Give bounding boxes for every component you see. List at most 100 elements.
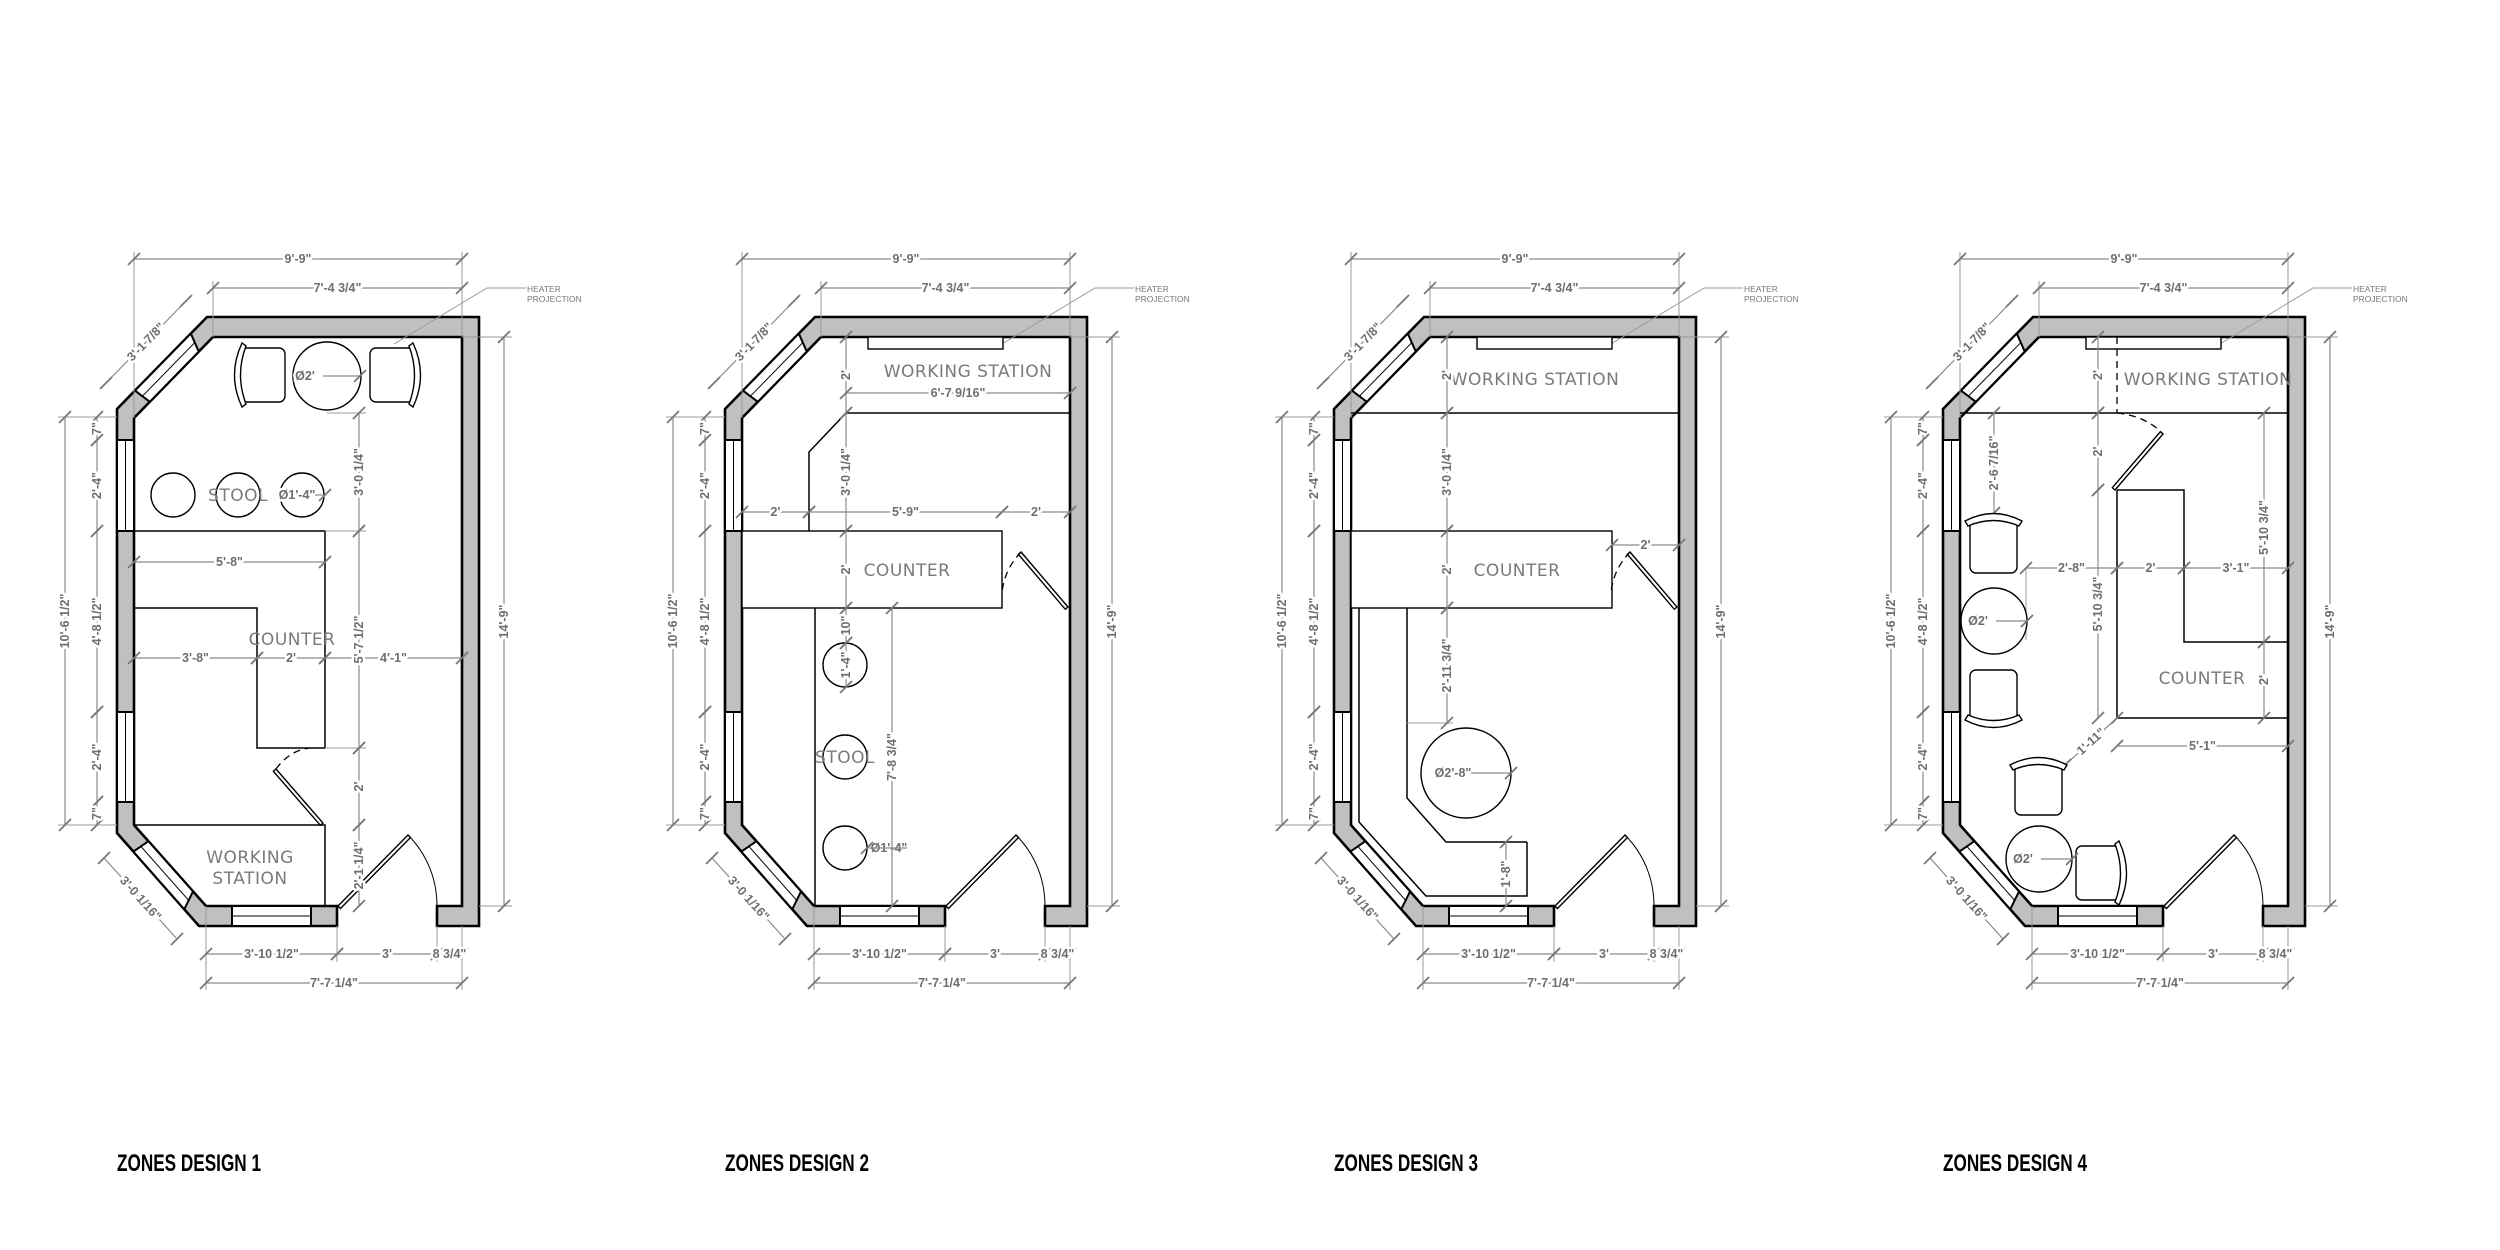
diameter-label: Ø1'-4": [279, 488, 316, 502]
bench-outline: [1358, 608, 1528, 897]
dimension-tick: [1440, 601, 1454, 615]
dimension: 3'-10 1/2": [199, 945, 344, 964]
window-glass-line: [1968, 342, 2022, 397]
dimension-text: 3'-10 1/2": [244, 947, 299, 961]
dimension: 2': [2089, 406, 2108, 497]
dimension-tick: [698, 433, 712, 447]
dimension-text: 4'-8 1/2": [1307, 598, 1321, 646]
chair-seat: [2075, 845, 2123, 901]
window: [739, 839, 803, 912]
dimension-tick: [2091, 483, 2105, 497]
heater: [2085, 336, 2222, 350]
door-swing-arc: [2116, 412, 2164, 435]
dimension-text: 5'-8": [216, 555, 243, 569]
chair: [1964, 512, 2023, 574]
dimension-text: 6'-7 9/16": [931, 386, 986, 400]
dimension-tick: [1916, 795, 1930, 809]
dimension-text: 7": [698, 422, 712, 435]
dimension-tick: [430, 947, 444, 961]
working-station-label: WORKING STATION: [884, 362, 1053, 382]
dimension: 3'-1 7/8": [707, 294, 801, 390]
window-glass-line: [1357, 846, 1407, 901]
dimension-tick: [2257, 711, 2271, 725]
dimension: 5'-8": [127, 553, 332, 572]
heater-note: PROJECTION: [2353, 294, 2408, 304]
dimension-text: 14'-9": [497, 604, 511, 638]
dimension: 2': [2255, 635, 2274, 725]
dimension-tick: [2110, 739, 2124, 753]
dimension-tick: [90, 410, 104, 424]
dimension-tick: [1387, 932, 1401, 946]
dimension: 9'-9": [1953, 250, 2295, 269]
dimension-tick: [1063, 386, 1077, 400]
dimension-text: 2': [2257, 675, 2271, 685]
dimension-text: 5'-10 3/4": [2257, 500, 2271, 555]
dimension-text: 10": [839, 616, 853, 636]
dimension-text: 7'-4 3/4": [922, 281, 970, 295]
dimension: 3'-0 1/4": [837, 406, 856, 538]
dimension: 2'-4": [88, 705, 107, 809]
cabinet-swing-arc: [1610, 551, 1631, 594]
dimension-tick: [1916, 818, 1930, 832]
cabinet-swing-arc: [275, 747, 311, 770]
dimension-tick: [735, 505, 749, 519]
dimension-tick: [318, 555, 332, 569]
dimension-tick: [170, 932, 184, 946]
dimension-tick: [2091, 330, 2105, 344]
dimension: 2'-4": [88, 433, 107, 538]
dimension-text: 4'-8 1/2": [90, 598, 104, 646]
dimension: 7'-4 3/4": [2032, 279, 2295, 298]
dimension: 5'-9": [802, 503, 1009, 522]
dimension: 2'-11 3/4": [1438, 601, 1457, 730]
dimension-tick: [90, 705, 104, 719]
chair-seat: [2014, 761, 2063, 816]
dimension-tick: [1275, 818, 1289, 832]
dimension-line: [103, 857, 178, 940]
dimension-tick: [90, 433, 104, 447]
dimension-text: 9'-9": [1502, 252, 1529, 266]
dimension-tick: [2257, 635, 2271, 649]
dimension-tick: [1423, 281, 1437, 295]
dimension-line: [1929, 857, 2004, 940]
dimension-text: 10'-6 1/2": [58, 594, 72, 649]
dimension: 9'-9": [127, 250, 469, 269]
door-leaf: [945, 834, 1020, 910]
heater-note: PROJECTION: [1744, 294, 1799, 304]
dimension-tick: [1647, 947, 1661, 961]
dimension-text: 2': [2146, 561, 2156, 575]
dimension-text: 4'-1": [380, 651, 407, 665]
dimension-tick: [1063, 252, 1077, 266]
dimension-text: 3'-0 1/4": [1440, 448, 1454, 496]
diameter-label: Ø2'-8": [1435, 766, 1472, 780]
dimension-tick: [2281, 561, 2295, 575]
dimension-text: 3'-0 1/16": [725, 873, 772, 923]
dimension: 14'-9": [1712, 330, 1731, 913]
dimension-text: 2'-4": [90, 472, 104, 499]
dimension-tick: [698, 818, 712, 832]
dimension: 5'-10 3/4": [2255, 406, 2274, 649]
dimension: 2': [350, 741, 369, 832]
window: [741, 331, 808, 404]
working-station-label: WORKING STATION: [2124, 370, 2293, 390]
plan-zones-design-1: 9'-9"7'-4 3/4"3'-1 7/8"10'-6 1/2"7"2'-4"…: [56, 250, 582, 1178]
dimension-text: 2': [1440, 565, 1454, 575]
dimension-text: 8 3/4": [2259, 947, 2293, 961]
dimension: 6'-7 9/16": [839, 384, 1077, 403]
dimension-tick: [666, 410, 680, 424]
dimension-tick: [2156, 947, 2170, 961]
door-swing-arc: [407, 834, 438, 907]
dimension-tick: [1440, 524, 1454, 538]
dimension-tick: [1105, 330, 1119, 344]
dimension-tick: [1307, 818, 1321, 832]
dimension-tick: [1916, 705, 1930, 719]
dimension: 3'-0 1/4": [1438, 406, 1457, 538]
dimension-text: 7'-7 1/4": [1527, 976, 1575, 990]
dimension: 7'-7 1/4": [199, 974, 469, 993]
dimension-tick: [1547, 947, 1561, 961]
window: [1348, 839, 1412, 912]
door-swing-arc: [1624, 834, 1655, 907]
dimension-tick: [1440, 716, 1454, 730]
door-leaf: [1626, 551, 1678, 611]
dimension-tick: [455, 947, 469, 961]
dimension: 14'-9": [1103, 330, 1122, 913]
